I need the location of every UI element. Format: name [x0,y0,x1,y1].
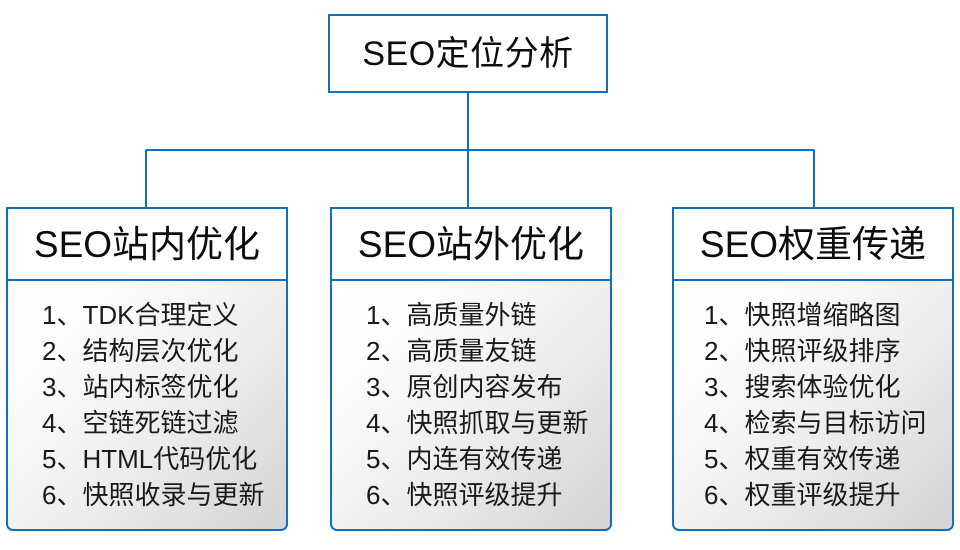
list-item: 3、原创内容发布 [366,369,610,405]
list-item-text: 权重评级提升 [744,480,901,510]
list-item-number: 5、 [366,444,407,474]
list-item-number: 1、 [42,300,83,330]
list-item-number: 2、 [42,336,83,366]
list-item-text: 快照评级排序 [744,336,901,366]
branch-header-2-label: SEO站外优化 [357,223,585,265]
list-item: 5、权重有效传递 [704,441,952,477]
list-item-number: 3、 [704,372,745,402]
list-item: 6、权重评级提升 [704,477,952,513]
root-node-label: SEO定位分析 [362,34,574,73]
list-item-text: 内连有效传递 [406,444,563,474]
list-item: 2、快照评级排序 [704,333,952,369]
list-item-text: 高质量外链 [406,300,537,330]
list-item-number: 2、 [366,336,407,366]
list-item-text: 快照评级提升 [406,480,563,510]
root-node[interactable]: SEO定位分析 [328,14,608,93]
list-item: 3、搜索体验优化 [704,369,952,405]
list-item: 6、快照收录与更新 [42,477,286,513]
list-item-text: 快照收录与更新 [82,480,265,510]
list-item-text: 快照抓取与更新 [406,408,589,438]
list-item: 1、快照增缩略图 [704,297,952,333]
branch-column-1: SEO站内优化 1、TDK合理定义 2、结构层次优化 3、站内标签优化 4、空链… [6,207,288,531]
list-item-text: 快照增缩略图 [744,300,901,330]
list-item: 2、结构层次优化 [42,333,286,369]
branch-list-3: 1、快照增缩略图 2、快照评级排序 3、搜索体验优化 4、检索与目标访问 5、权… [672,279,954,531]
branch-column-2: SEO站外优化 1、高质量外链 2、高质量友链 3、原创内容发布 4、快照抓取与… [330,207,612,531]
list-item-number: 5、 [42,444,83,474]
list-item-text: 站内标签优化 [82,372,239,402]
list-item-text: 原创内容发布 [406,372,563,402]
branch-header-2[interactable]: SEO站外优化 [330,207,612,281]
list-item-text: 搜索体验优化 [744,372,901,402]
list-item-text: HTML代码优化 [82,444,258,474]
branch-column-3: SEO权重传递 1、快照增缩略图 2、快照评级排序 3、搜索体验优化 4、检索与… [672,207,954,531]
list-item: 1、TDK合理定义 [42,297,286,333]
list-item-number: 1、 [704,300,745,330]
list-item: 4、快照抓取与更新 [366,405,610,441]
list-item: 3、站内标签优化 [42,369,286,405]
list-item: 1、高质量外链 [366,297,610,333]
list-item-number: 5、 [704,444,745,474]
list-item-text: 高质量友链 [406,336,537,366]
list-item-number: 3、 [366,372,407,402]
list-item-number: 6、 [704,480,745,510]
list-item: 4、检索与目标访问 [704,405,952,441]
list-item-number: 4、 [366,408,407,438]
list-item-number: 6、 [366,480,407,510]
list-item-number: 3、 [42,372,83,402]
branch-header-1[interactable]: SEO站内优化 [6,207,288,281]
list-item: 5、HTML代码优化 [42,441,286,477]
list-item-text: TDK合理定义 [82,300,239,330]
branch-header-3[interactable]: SEO权重传递 [672,207,954,281]
list-item-text: 检索与目标访问 [744,408,927,438]
list-item-number: 4、 [704,408,745,438]
branch-header-3-label: SEO权重传递 [699,223,927,265]
branch-list-1: 1、TDK合理定义 2、结构层次优化 3、站内标签优化 4、空链死链过滤 5、H… [6,279,288,531]
list-item-number: 1、 [366,300,407,330]
list-item: 5、内连有效传递 [366,441,610,477]
list-item-number: 2、 [704,336,745,366]
list-item-text: 权重有效传递 [744,444,901,474]
list-item-text: 结构层次优化 [82,336,239,366]
list-item-number: 6、 [42,480,83,510]
branch-header-1-label: SEO站内优化 [33,223,261,265]
list-item: 4、空链死链过滤 [42,405,286,441]
list-item: 6、快照评级提升 [366,477,610,513]
branch-list-2: 1、高质量外链 2、高质量友链 3、原创内容发布 4、快照抓取与更新 5、内连有… [330,279,612,531]
list-item-number: 4、 [42,408,83,438]
list-item-text: 空链死链过滤 [82,408,239,438]
list-item: 2、高质量友链 [366,333,610,369]
